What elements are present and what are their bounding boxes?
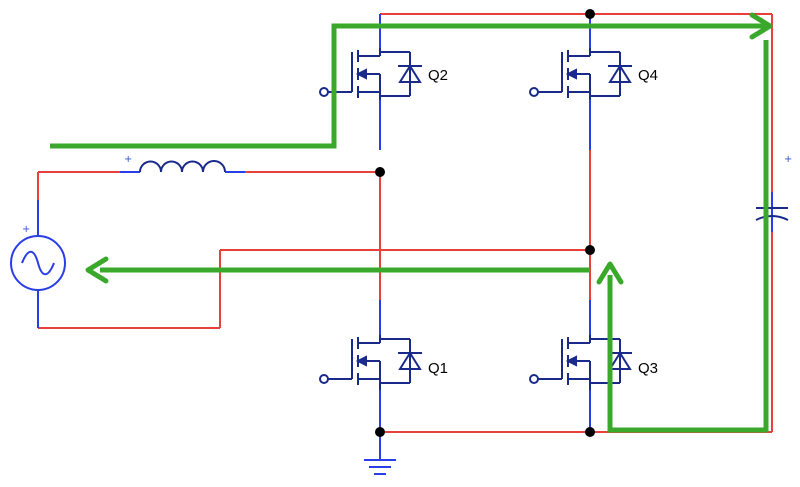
- node-dot: [585, 9, 595, 19]
- ac-source-icon: [10, 235, 66, 291]
- arrow-right-icon: [749, 12, 773, 40]
- mosfet-q4: Q4: [529, 48, 658, 100]
- red-wires: [37, 13, 773, 433]
- mosfet-q1: Q1: [319, 335, 448, 390]
- mosfet-icon: [529, 48, 621, 100]
- node-dot: [585, 245, 595, 255]
- mosfet-q2: Q2: [319, 48, 448, 100]
- node-dot: [375, 167, 385, 177]
- mosfet-icon: [529, 335, 621, 390]
- node-dot: [375, 427, 385, 437]
- source-plus-mark: +: [22, 224, 30, 235]
- mosfet-icon: [319, 48, 411, 100]
- arrow-left-icon: [85, 256, 109, 284]
- ground-icon: [364, 459, 396, 475]
- diode-icon: [398, 351, 422, 370]
- inductor-plus-mark: +: [124, 154, 132, 165]
- inductor-icon: [139, 160, 226, 173]
- current-path-top: [50, 23, 766, 149]
- current-path: [50, 23, 769, 433]
- node-dots: [375, 9, 595, 437]
- capacitor-icon: [755, 207, 789, 221]
- q2-label: Q2: [428, 67, 448, 84]
- q4-label: Q4: [638, 67, 658, 84]
- mosfet-icon: [319, 335, 411, 390]
- diode-icon: [398, 64, 422, 83]
- q3-label: Q3: [638, 360, 658, 377]
- mosfet-q3: Q3: [529, 335, 658, 390]
- q1-label: Q1: [428, 360, 448, 377]
- arrow-up-icon: [596, 261, 624, 285]
- diode-icon: [608, 64, 632, 83]
- arrowheads: [85, 12, 773, 285]
- current-path-return: [607, 40, 769, 433]
- blue-wires: [37, 14, 773, 460]
- node-dot: [585, 427, 595, 437]
- capacitor-plus-mark: +: [784, 154, 792, 165]
